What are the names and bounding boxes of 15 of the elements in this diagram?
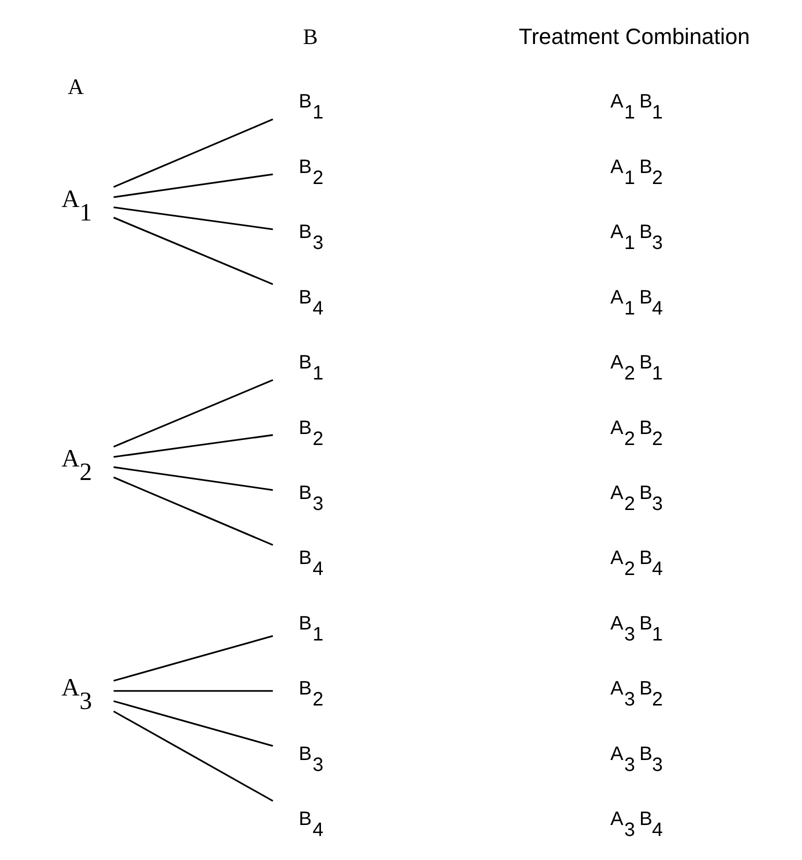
connector [112, 216, 273, 286]
connector [112, 700, 273, 747]
connector [112, 379, 273, 448]
connector [113, 466, 272, 491]
connector [112, 635, 273, 682]
connector [113, 206, 272, 230]
connector [113, 434, 272, 458]
label: Treatment Combination [518, 24, 750, 49]
connector [112, 476, 273, 546]
label: A [67, 74, 84, 99]
connector [112, 118, 273, 188]
connector [113, 690, 272, 692]
connector [113, 173, 272, 198]
label: B [302, 24, 318, 49]
connector [112, 710, 273, 802]
